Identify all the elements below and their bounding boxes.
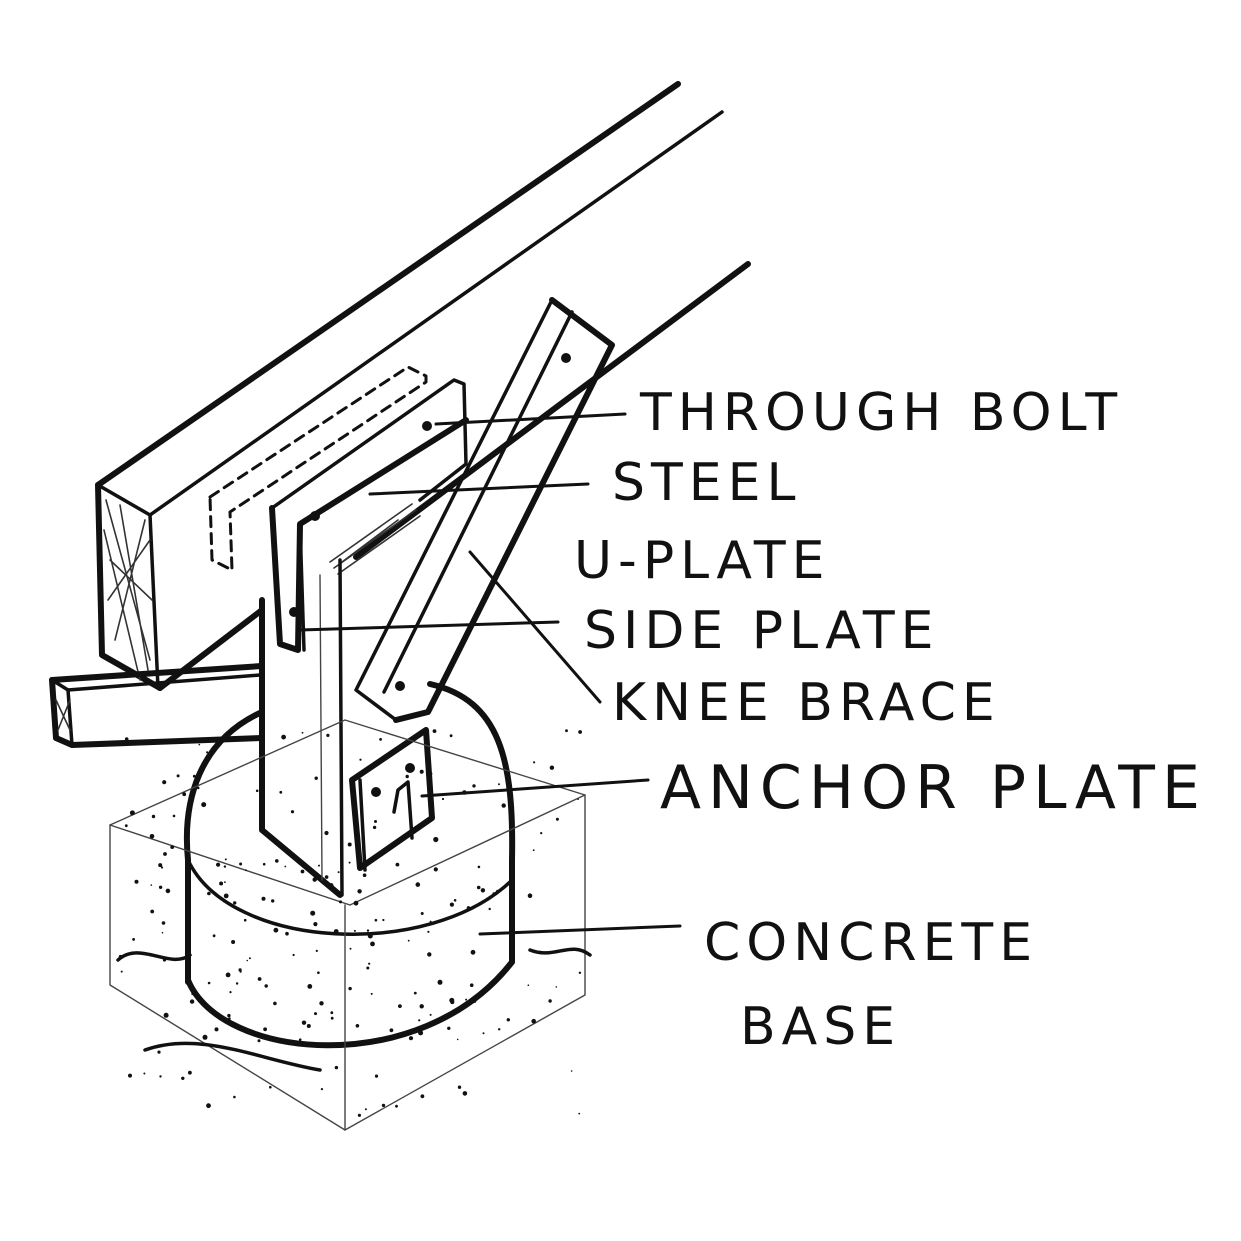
label-anchor-plate: ANCHOR PLATE xyxy=(660,753,1207,823)
anchor-plate xyxy=(349,727,435,872)
leader-lines xyxy=(298,412,682,936)
leader-steel xyxy=(368,482,590,496)
label-through-bolt: THROUGH BOLT xyxy=(639,383,1123,443)
cross-beam xyxy=(49,663,265,748)
label-u-plate: U-PLATE xyxy=(574,531,831,591)
post xyxy=(259,558,344,898)
leader-through-bolt xyxy=(434,412,627,426)
concrete-base xyxy=(109,681,592,1131)
leader-knee-brace xyxy=(468,550,602,704)
label-steel: STEEL xyxy=(612,453,801,513)
label-side-plate: SIDE PLATE xyxy=(584,601,939,661)
label-concrete: CONCRETE xyxy=(704,913,1038,973)
label-base: BASE xyxy=(740,997,901,1057)
knee-brace xyxy=(354,297,615,723)
leader-concrete-base xyxy=(478,924,682,936)
label-knee-brace: KNEE BRACE xyxy=(612,673,1001,733)
leader-anchor-plate xyxy=(420,778,650,798)
concrete-speckle xyxy=(118,729,582,1117)
beam-end-hatch xyxy=(103,499,153,681)
callout-labels: THROUGH BOLT STEEL U-PLATE SIDE PLATE KN… xyxy=(574,383,1207,1057)
beam xyxy=(95,81,751,691)
leader-side-plate xyxy=(298,620,560,632)
